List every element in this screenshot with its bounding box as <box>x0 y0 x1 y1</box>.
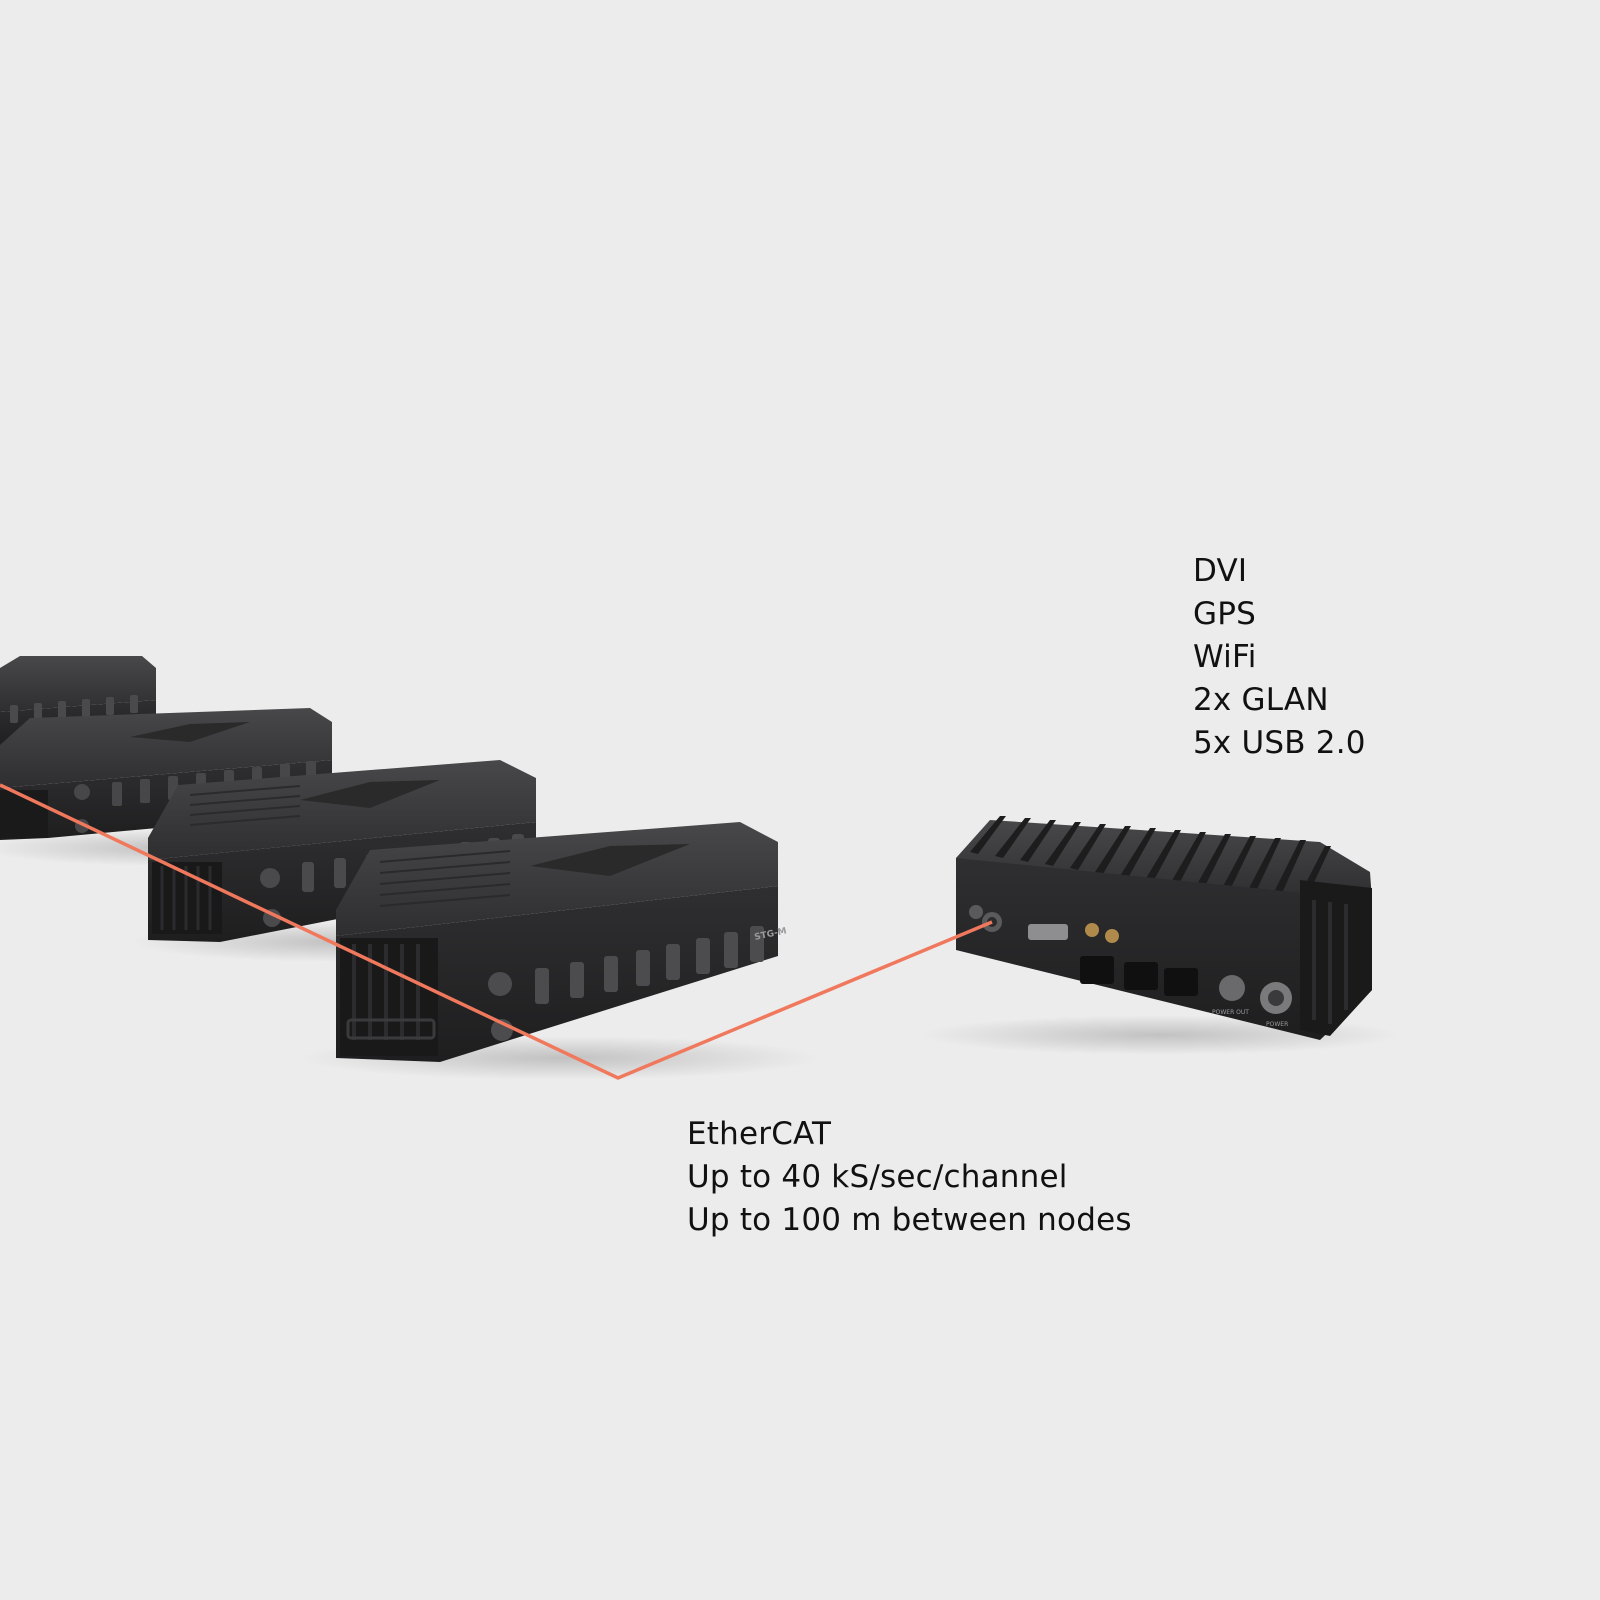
gps-connector <box>1085 923 1099 937</box>
caption-sample-rate: Up to 40 kS/sec/channel <box>687 1159 1068 1195</box>
host-power-out-label: POWER OUT <box>1212 1009 1249 1016</box>
usb-port-block <box>1164 968 1198 996</box>
wifi-connector <box>1105 929 1119 943</box>
glan-port-2 <box>1124 962 1158 990</box>
daq-module-4: STG-M <box>300 822 820 1080</box>
feature-gps: GPS <box>1193 596 1256 632</box>
glan-port-1 <box>1080 956 1114 984</box>
caption-distance: Up to 100 m between nodes <box>687 1202 1132 1238</box>
feature-usb: 5x USB 2.0 <box>1193 725 1366 761</box>
feature-wifi: WiFi <box>1193 639 1257 675</box>
module-4-ports <box>488 926 764 1041</box>
feature-glan: 2x GLAN <box>1193 682 1329 718</box>
ethercat-cable-line <box>0 783 993 1080</box>
host-power-in-label: POWER <box>1266 1021 1288 1028</box>
module-4-fins <box>379 850 511 907</box>
host-fins <box>970 816 1331 906</box>
dvi-port <box>1028 924 1068 940</box>
host-unit: POWER OUT POWER <box>920 816 1400 1055</box>
module-3-fins <box>189 785 301 826</box>
power-out-connector <box>1219 975 1245 1001</box>
module-1-ports <box>10 695 138 723</box>
caption-title: EtherCAT <box>687 1116 832 1152</box>
host-feature-list: DVI GPS WiFi 2x GLAN 5x USB 2.0 <box>1193 550 1366 765</box>
ethercat-caption: EtherCAT Up to 40 kS/sec/channel Up to 1… <box>687 1113 1132 1242</box>
feature-dvi: DVI <box>1193 553 1248 589</box>
